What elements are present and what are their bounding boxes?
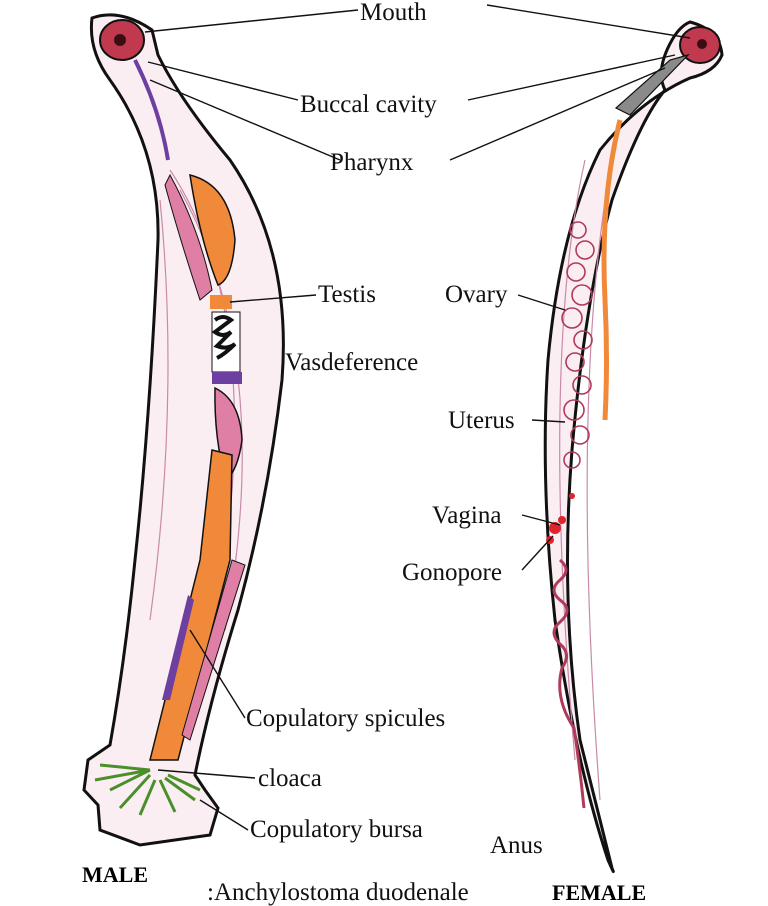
male-copulatory-bursa-rays (94, 763, 201, 816)
label-mouth: Mouth (360, 0, 427, 26)
female-pharynx (614, 53, 690, 116)
label-vagina: Vagina (432, 502, 502, 529)
label-buccal-cavity: Buccal cavity (300, 91, 437, 118)
male-upper-organ (189, 173, 236, 286)
caption-female: FEMALE (552, 880, 647, 905)
male-pharynx (133, 59, 170, 161)
male-testis-coil (211, 311, 241, 373)
label-ovary: Ovary (445, 281, 508, 308)
label-copulatory-bursa: Copulatory bursa (250, 816, 423, 843)
leader-lines (144, 4, 691, 831)
caption-male: MALE (82, 862, 148, 887)
female-body (543, 20, 724, 874)
female-orange-strand (601, 119, 623, 421)
male-purple-spicule (162, 595, 194, 700)
label-copulatory-spicules: Copulatory spicules (246, 705, 446, 732)
male-mouth (114, 34, 126, 46)
label-uterus: Uterus (448, 407, 515, 434)
label-cloaca: cloaca (258, 765, 322, 792)
female-ovary-coils (561, 221, 595, 469)
female-mouth (697, 39, 707, 49)
label-gonopore: Gonopore (402, 559, 502, 586)
label-vasdeference: Vasdeference (285, 349, 419, 376)
label-pharynx: Pharynx (330, 149, 414, 176)
caption-species: :Anchylostoma duodenale (207, 879, 469, 906)
label-anus: Anus (490, 832, 543, 859)
female-lower-uterus (552, 558, 586, 809)
male-worm (82, 13, 285, 847)
female-worm (543, 20, 724, 874)
label-testis: Testis (318, 281, 376, 308)
male-testis-band (210, 295, 232, 309)
male-body (82, 13, 285, 847)
